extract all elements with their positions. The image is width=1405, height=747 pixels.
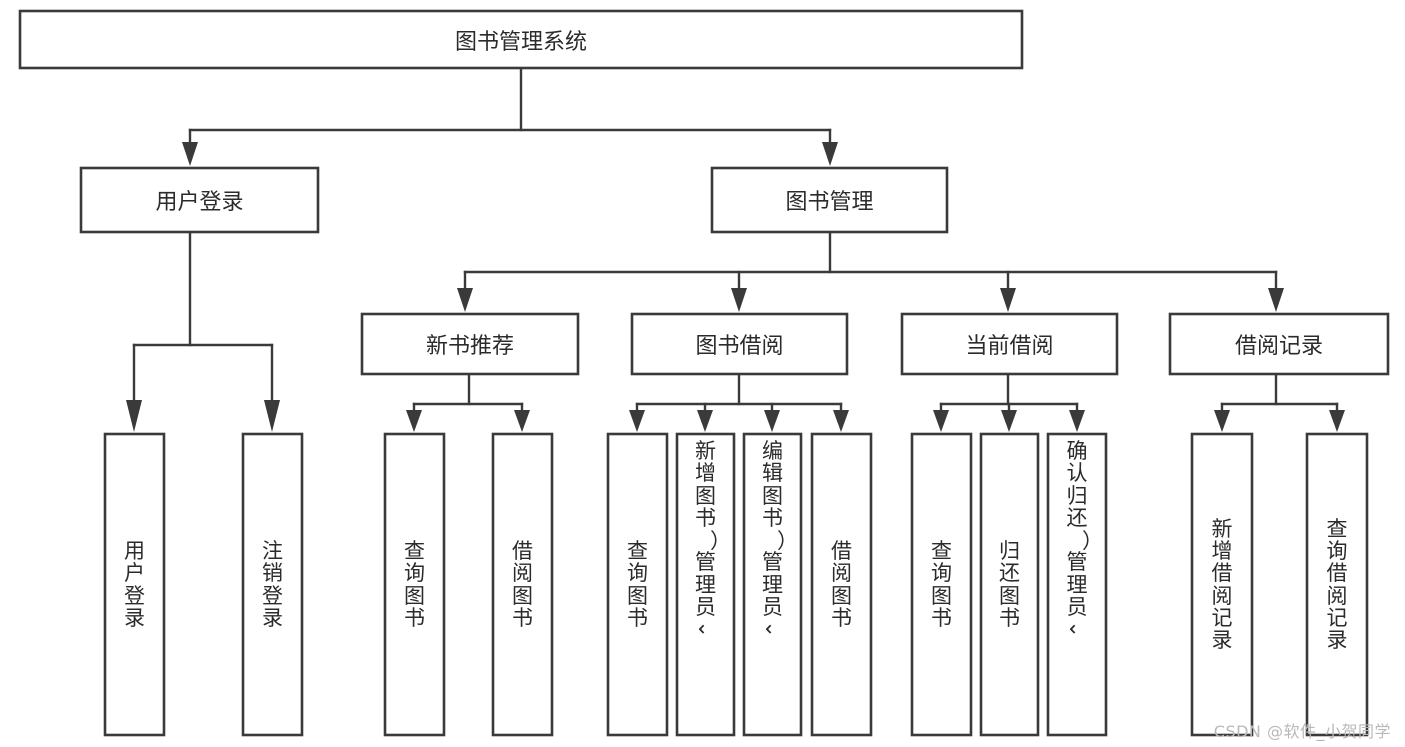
arrow-head-leaf-add-borrow-record <box>1214 410 1230 432</box>
connector-group-current-borrow <box>933 373 1085 432</box>
connector-group-borrow-record <box>1214 373 1345 432</box>
node-user-login[interactable] <box>79 166 320 234</box>
node-current-borrow[interactable] <box>900 312 1119 376</box>
node-leaf-return-book[interactable] <box>979 432 1040 737</box>
connector-group-root <box>182 67 838 166</box>
arrow-head-leaf-query-book-1 <box>406 410 422 432</box>
node-leaf-edit-book-admin[interactable] <box>742 432 803 737</box>
connector-group-new-book-recommend <box>406 373 530 432</box>
csdn-watermark: CSDN @软件_小贺同学 <box>1213 722 1391 741</box>
arrow-head-leaf-query-borrow-record <box>1329 410 1345 432</box>
arrow-head-leaf-add-book-admin <box>697 410 713 432</box>
connector-group-book-management <box>457 231 1284 312</box>
node-leaf-add-book-admin[interactable] <box>675 432 736 737</box>
connector-group-book-borrow <box>629 373 849 432</box>
arrow-head-leaf-borrow-book-2 <box>833 410 849 432</box>
node-leaf-borrow-book-2[interactable] <box>810 432 873 737</box>
arrow-head-leaf-user-login <box>126 400 142 432</box>
node-leaf-confirm-return-admin[interactable] <box>1046 432 1108 737</box>
node-root[interactable] <box>18 9 1024 70</box>
node-leaf-user-login[interactable] <box>103 432 166 737</box>
arrow-head-leaf-query-book-3 <box>933 410 949 432</box>
node-book-borrow[interactable] <box>630 312 849 376</box>
arrow-head-borrow-record <box>1268 288 1284 312</box>
arrow-head-new-book-recommend <box>457 288 473 312</box>
node-leaf-query-book-2[interactable] <box>606 432 669 737</box>
node-leaf-logout-login[interactable] <box>241 432 304 737</box>
arrow-head-current-borrow <box>1000 288 1016 312</box>
arrow-head-leaf-borrow-book-1 <box>514 410 530 432</box>
node-new-book-recommend[interactable] <box>360 312 580 376</box>
node-leaf-borrow-book-1[interactable] <box>491 432 554 737</box>
arrow-head-book-management <box>822 142 838 166</box>
node-book-management[interactable] <box>710 166 949 234</box>
node-leaf-add-borrow-record[interactable] <box>1190 432 1254 737</box>
node-borrow-record[interactable] <box>1168 312 1390 376</box>
arrow-head-user-login <box>182 142 198 166</box>
arrow-head-leaf-logout-login <box>264 400 280 432</box>
node-leaf-query-borrow-record[interactable] <box>1305 432 1369 737</box>
connector-group-user-login <box>126 231 280 432</box>
arrow-head-leaf-confirm-return-admin <box>1069 410 1085 432</box>
arrow-head-book-borrow <box>731 288 747 312</box>
arrow-head-leaf-query-book-2 <box>629 410 645 432</box>
arrow-head-leaf-edit-book-admin <box>764 410 780 432</box>
node-leaf-query-book-1[interactable] <box>383 432 446 737</box>
node-leaf-query-book-3[interactable] <box>910 432 973 737</box>
arrow-head-leaf-return-book <box>1001 410 1017 432</box>
